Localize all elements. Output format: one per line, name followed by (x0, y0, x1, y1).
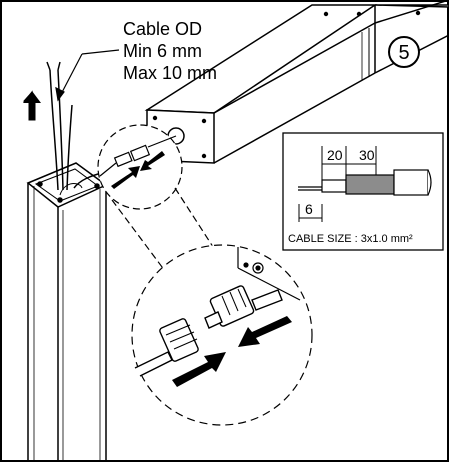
zoom-guide-left (111, 199, 169, 276)
vertical-post (26, 162, 108, 462)
stripped-cable (298, 169, 432, 196)
step-number: 5 (398, 42, 409, 64)
cable-od-max: Max 10 mm (123, 63, 217, 83)
push-arrow-large-right (238, 316, 292, 347)
connector-large (134, 285, 283, 377)
connector-small (99, 135, 177, 177)
push-arrow-large-left (172, 352, 226, 387)
detail-circle-large (131, 244, 313, 426)
push-arrow-small-left (111, 166, 140, 189)
up-arrow-head-icon (23, 91, 41, 103)
callout-leader (55, 49, 120, 102)
post-cables (46, 61, 106, 196)
beam-corner-detail (237, 247, 301, 301)
dimension-6: 6 (305, 201, 313, 217)
cable-size-label: CABLE SIZE : 3x1.0 mm² (288, 233, 413, 245)
dimension-30: 30 (359, 147, 375, 163)
dimension-20: 20 (327, 147, 343, 163)
cable-od-min: Min 6 mm (123, 41, 202, 61)
detail-circle-small (97, 124, 183, 210)
cable-od-title: Cable OD (123, 19, 202, 39)
push-arrow-small-right (140, 151, 165, 171)
zoom-guide-right (174, 187, 216, 251)
dimension-lines (298, 146, 377, 222)
step-number-badge (388, 36, 420, 68)
